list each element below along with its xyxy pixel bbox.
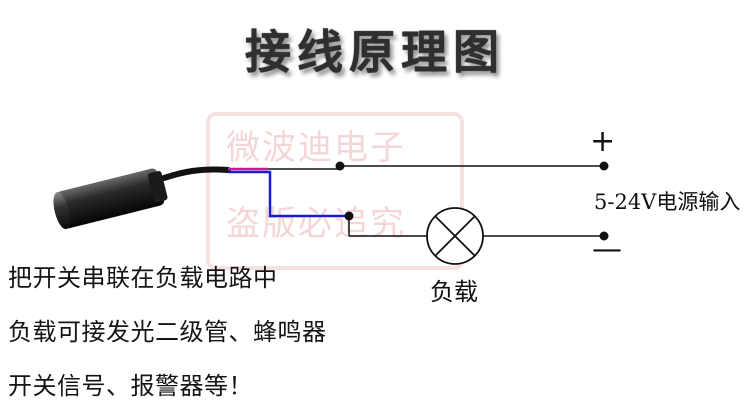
terminal-negative-dot [599,231,609,241]
power-input-label: 5-24V电源输入 [594,190,741,214]
description-line-2: 负载可接发光二级管、蜂鸣器 [8,318,327,346]
watermark-frame [206,112,464,270]
terminal-positive-dot [599,161,609,171]
watermark-line-2: 盗版必追究 [226,204,406,244]
negative-terminal-label: — [592,232,622,267]
sensor-face [53,192,70,230]
description-line-3: 开关信号、报警器等！ [8,372,253,400]
diagram-title: 接线原理图 [245,25,505,79]
description-line-1: 把开关串联在负载电路中 [8,264,278,292]
sensor-body [56,168,165,229]
node-positive-left [335,161,345,171]
sensor-cable [161,166,231,181]
load-lamp-icon [426,207,484,265]
blue-wire [228,170,348,218]
watermark-line-1: 微波迪电子 [226,128,406,168]
proximity-sensor [53,168,168,230]
positive-terminal-label: + [590,124,616,159]
load-label: 负载 [430,278,478,306]
